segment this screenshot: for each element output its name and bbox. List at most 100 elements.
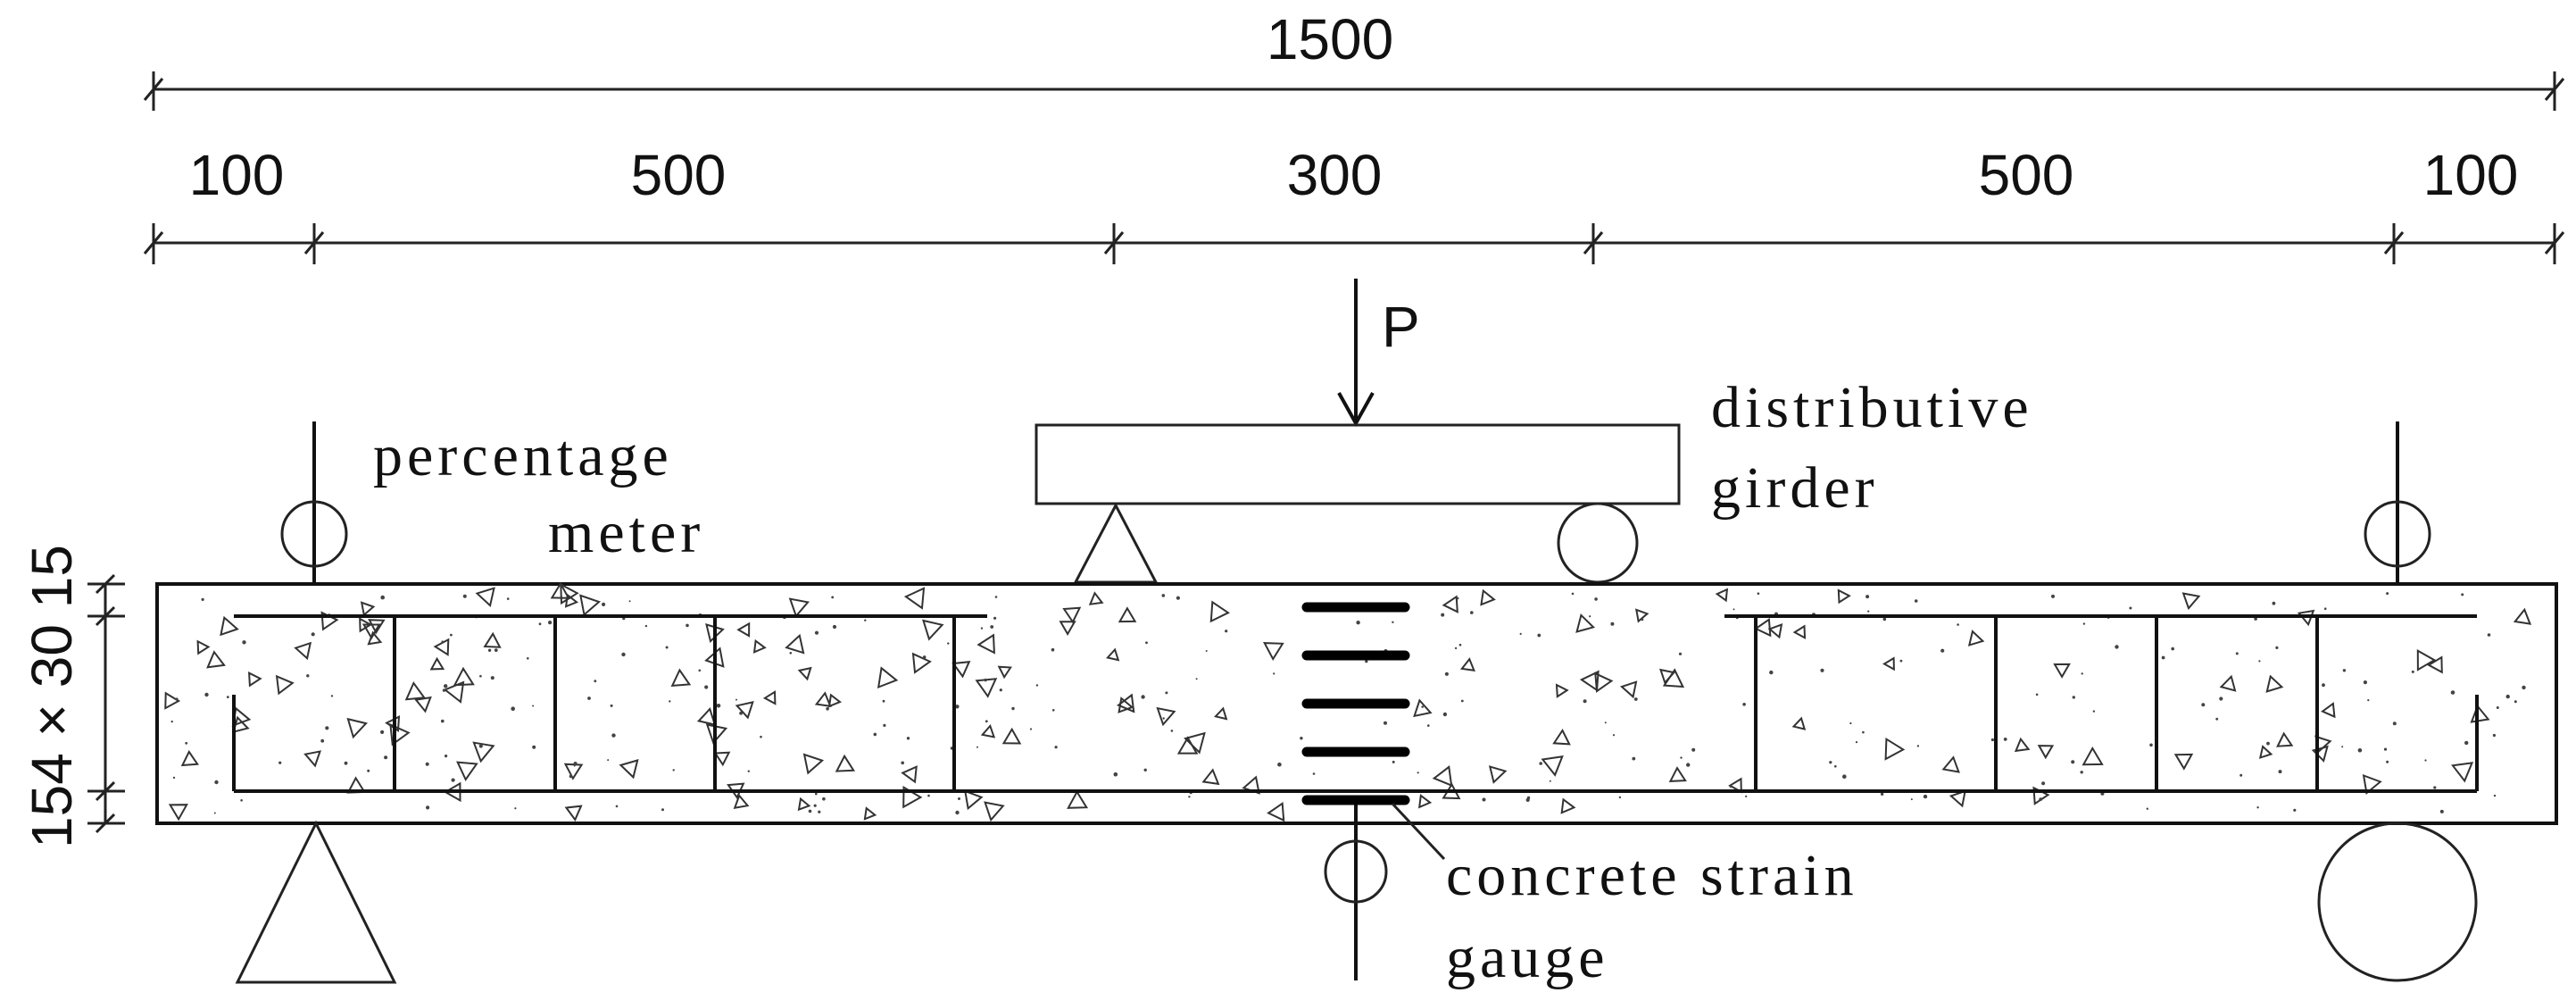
overall-dimension-label: 1500 xyxy=(1267,7,1393,71)
segment-label-4: 500 xyxy=(1979,143,2074,207)
aggregate-dot xyxy=(425,762,429,766)
aggregate-dot xyxy=(1519,632,1522,636)
aggregate-dot xyxy=(494,648,498,652)
aggregate-dot xyxy=(2493,794,2497,797)
aggregate-dot xyxy=(990,625,994,629)
aggregate-dot xyxy=(993,616,997,620)
aggregate-mark xyxy=(1442,595,1458,613)
aggregate-mark xyxy=(1555,683,1569,698)
aggregate-dot xyxy=(1470,611,1474,614)
aggregate-mark xyxy=(359,617,373,633)
roller-support-right xyxy=(2317,822,2478,982)
aggregate-mark xyxy=(248,672,262,688)
aggregate-dot xyxy=(955,705,960,709)
aggregate-mark xyxy=(483,631,502,648)
aggregate-mark xyxy=(785,633,805,655)
aggregate-mark xyxy=(196,639,211,655)
concrete-beam xyxy=(155,581,2558,825)
aggregate-dot xyxy=(548,621,553,625)
aggregate-dot xyxy=(2266,741,2270,746)
aggregate-mark xyxy=(1767,622,1783,639)
aggregate-dot xyxy=(2146,807,2148,810)
aggregate-dot xyxy=(1161,594,1166,597)
aggregate-mark xyxy=(1662,668,1685,688)
aggregate-mark xyxy=(563,763,584,780)
aggregate-mark xyxy=(1941,755,1960,773)
aggregate-mark xyxy=(911,652,932,674)
aggregate-mark xyxy=(1560,797,1576,814)
aggregate-dot xyxy=(201,597,204,602)
aggregate-dot xyxy=(2072,696,2075,699)
aggregate-mark xyxy=(1117,693,1135,713)
aggregate-mark xyxy=(903,587,926,610)
aggregate-dot xyxy=(2171,646,2174,651)
vertical-dimension-label: 154 × 30 15 xyxy=(20,545,84,848)
aggregate-dot xyxy=(947,642,950,645)
aggregate-dot xyxy=(380,730,385,735)
aggregate-dot xyxy=(1940,648,1945,653)
aggregate-mark xyxy=(429,656,445,671)
aggregate-mark xyxy=(984,801,1005,822)
aggregate-mark xyxy=(180,749,199,767)
aggregate-dot xyxy=(873,732,877,737)
aggregate-mark xyxy=(1668,766,1687,782)
aggregate-dot xyxy=(2129,606,2132,610)
aggregate-dot xyxy=(906,737,910,740)
aggregate-mark xyxy=(1417,794,1433,809)
aggregate-dot xyxy=(1610,621,1615,626)
aggregate-mark xyxy=(1432,765,1453,788)
aggregate-dot xyxy=(2254,617,2257,621)
aggregate-mark xyxy=(1791,716,1807,730)
aggregate-mark xyxy=(2258,745,2273,759)
aggregate-dot xyxy=(2487,633,2491,637)
aggregate-mark xyxy=(2173,753,2194,771)
aggregate-dot xyxy=(735,698,737,701)
percentage-meter-bottom xyxy=(1324,804,1388,980)
girder-label-line1: distributive xyxy=(1711,375,2033,440)
aggregate-dot xyxy=(882,699,885,703)
aggregate-dot xyxy=(594,680,597,683)
aggregate-mark xyxy=(206,650,226,669)
aggregate-dot xyxy=(1454,646,1458,650)
aggregate-dot xyxy=(922,655,927,659)
aggregate-dot xyxy=(2080,771,2083,774)
aggregate-dot xyxy=(672,769,675,772)
aggregate-dot xyxy=(1141,695,1145,699)
aggregate-dot xyxy=(1633,697,1638,701)
aggregate-dot xyxy=(1457,596,1459,600)
aggregate-mark xyxy=(1882,656,1895,672)
aggregate-dot xyxy=(2386,592,2389,596)
aggregate-dot xyxy=(628,600,631,603)
segment-label-1: 100 xyxy=(189,143,285,207)
aggregate-dot xyxy=(1680,756,1683,759)
aggregate-dot xyxy=(1054,746,1058,749)
aggregate-dot xyxy=(2424,759,2427,762)
aggregate-dot xyxy=(444,684,448,688)
aggregate-mark xyxy=(2470,704,2490,723)
aggregate-dot xyxy=(1729,785,1733,788)
aggregate-dot xyxy=(1051,709,1055,712)
aggregate-mark xyxy=(696,706,717,726)
aggregate-dot xyxy=(1356,621,1360,625)
aggregate-dot xyxy=(1549,780,1551,782)
aggregate-dot xyxy=(1365,660,1368,663)
aggregate-dot xyxy=(1866,595,1870,599)
aggregate-dot xyxy=(747,770,750,772)
aggregate-dot xyxy=(1444,672,1449,676)
aggregate-dot xyxy=(1427,724,1430,727)
aggregate-mark xyxy=(1105,647,1120,662)
concrete-strain-gauges xyxy=(1301,602,1446,861)
aggregate-dot xyxy=(380,595,386,600)
aggregate-dot xyxy=(704,685,709,689)
aggregate-dot xyxy=(814,630,819,635)
aggregate-dot xyxy=(813,804,817,807)
aggregate-dot xyxy=(2092,710,2096,713)
aggregate-mark xyxy=(1594,672,1614,693)
aggregate-dot xyxy=(226,696,229,698)
aggregate-dot xyxy=(527,657,529,660)
aggregate-mark xyxy=(1728,777,1742,794)
aggregate-dot xyxy=(1612,734,1616,737)
aggregate-mark xyxy=(735,701,754,720)
aggregate-mark xyxy=(1062,606,1082,624)
aggregate-dot xyxy=(2258,660,2261,663)
